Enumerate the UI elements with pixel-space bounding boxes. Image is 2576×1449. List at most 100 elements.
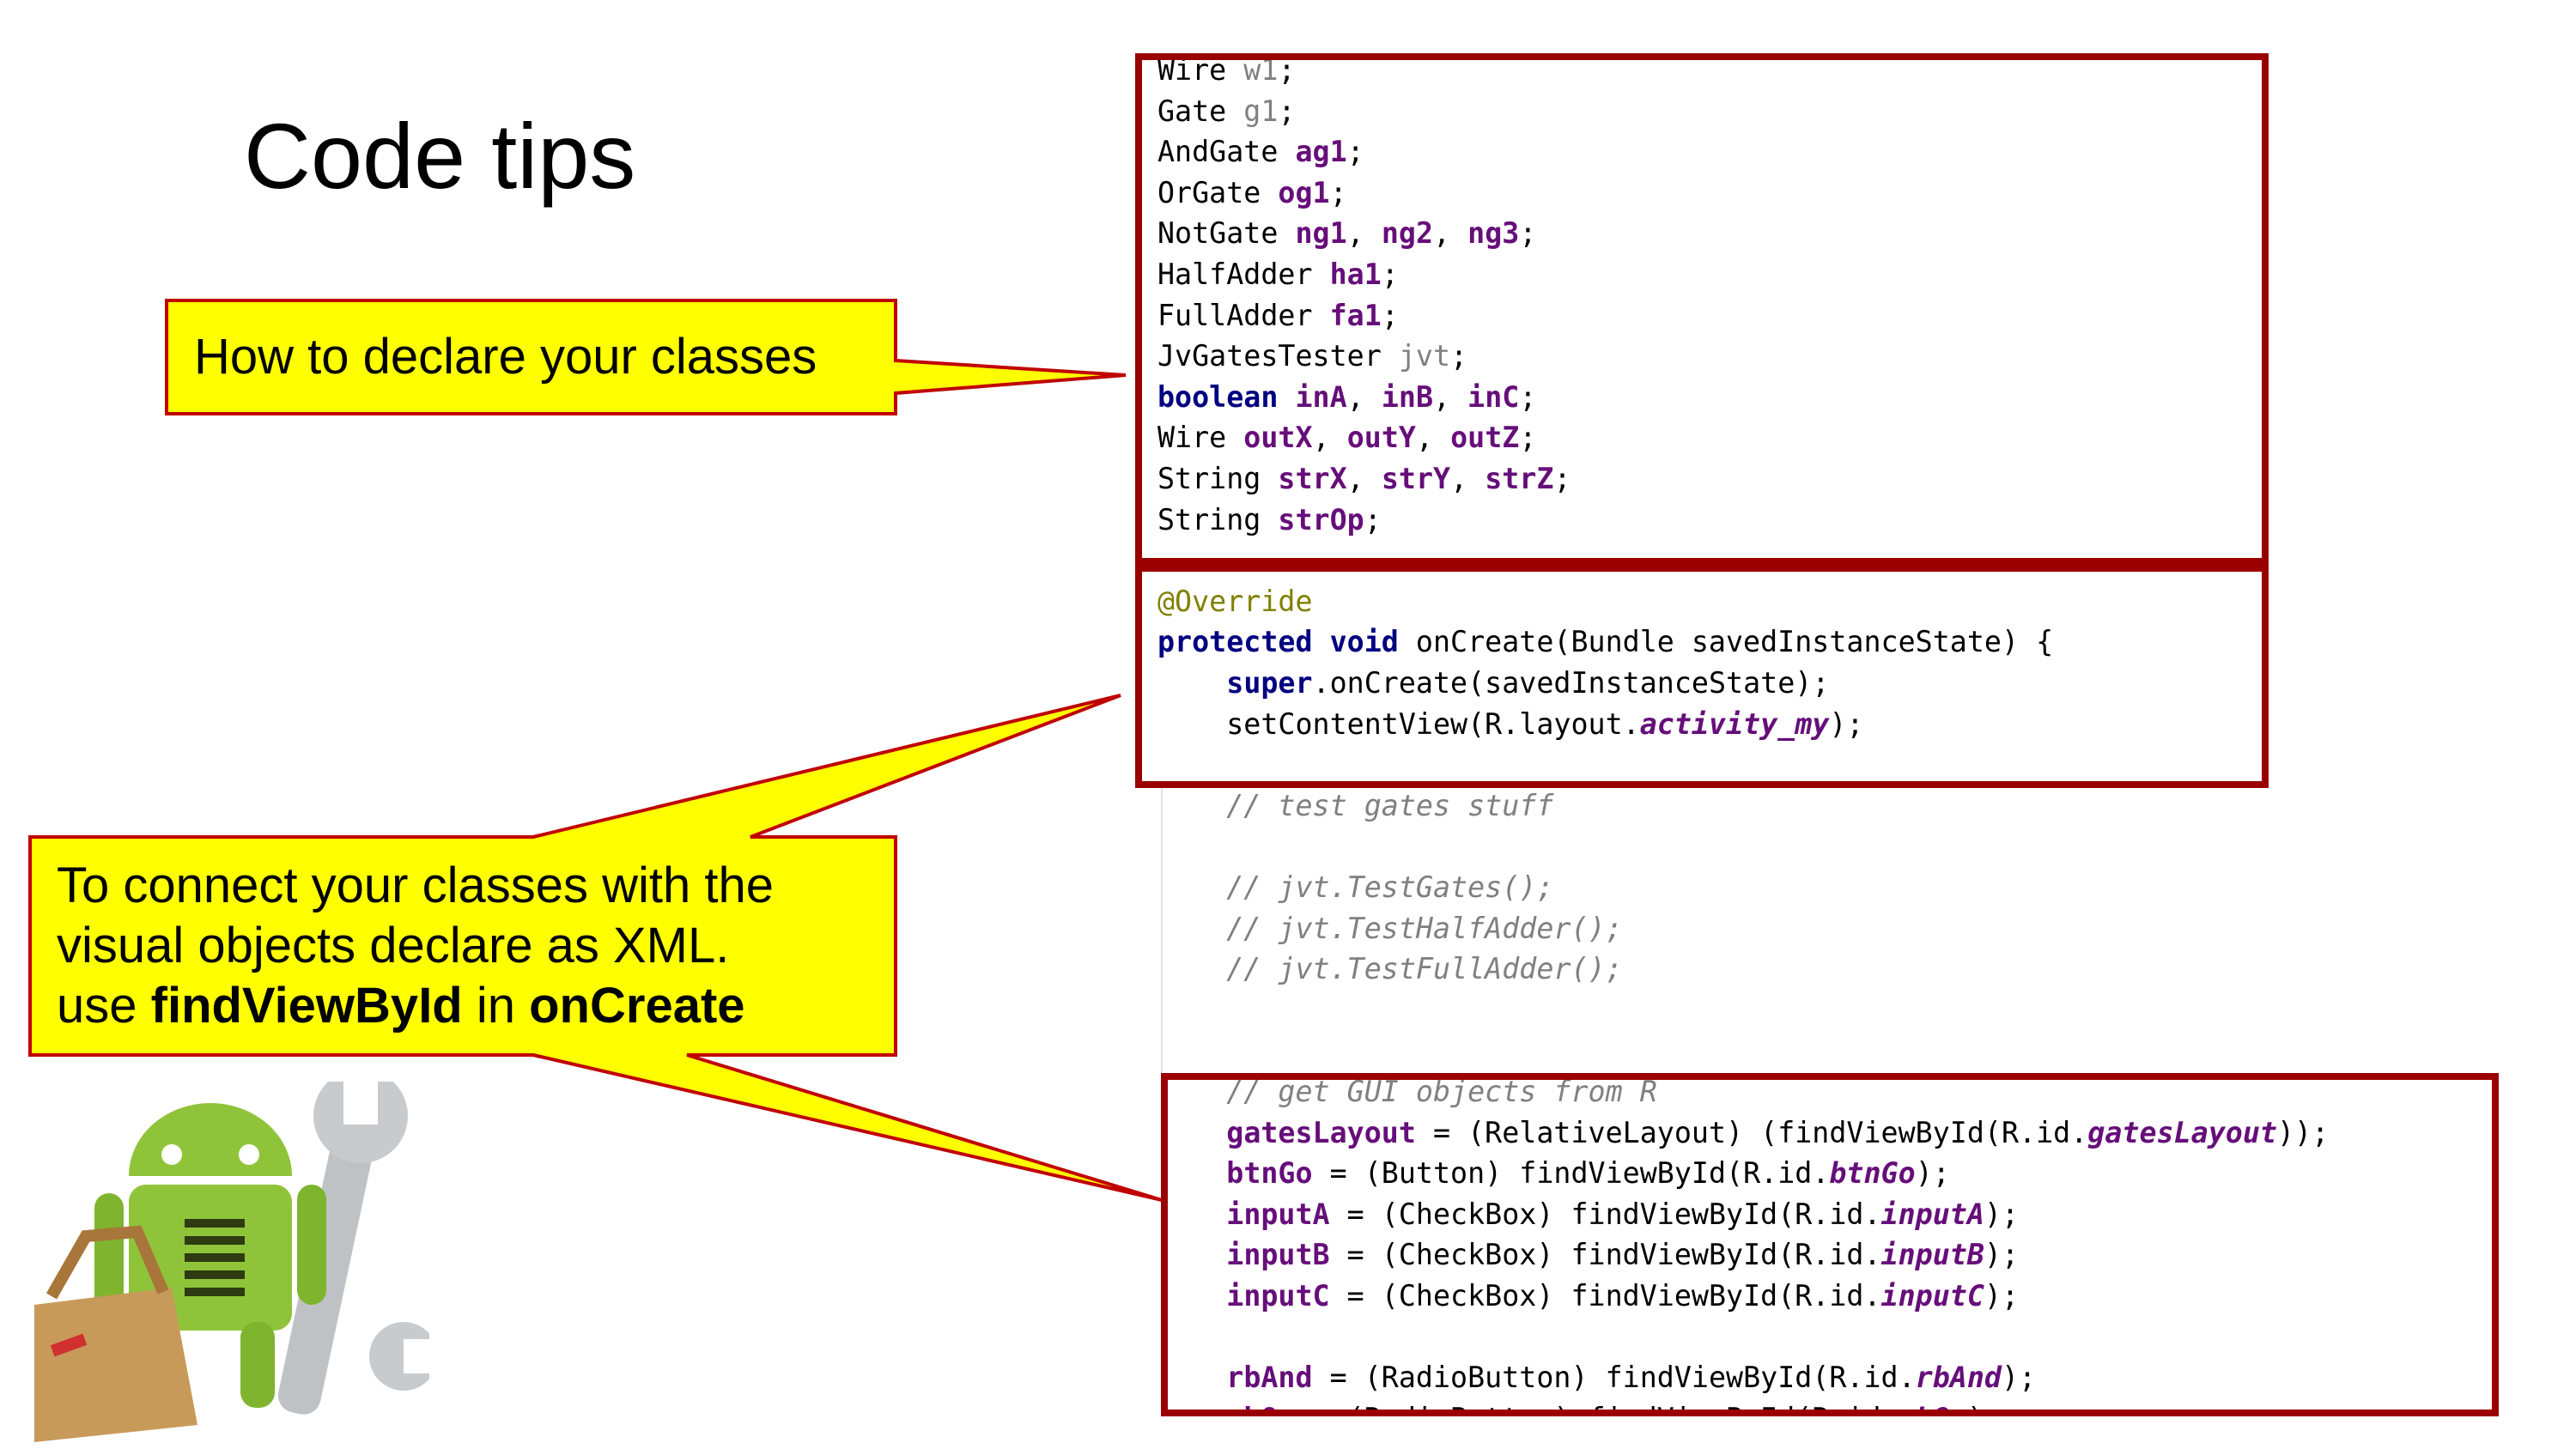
- code-snippet: Wire w1;Gate g1;AndGate ag1;OrGate og1;N…: [1142, 60, 2490, 1415]
- code-line: String strX, strY, strZ;: [1157, 458, 1571, 500]
- toolbox-icon: [34, 1225, 197, 1442]
- code-token-plain: ,: [1346, 462, 1382, 496]
- editor-gutter-line: [1161, 785, 1163, 1073]
- callout-line: To connect your classes with the: [57, 858, 774, 913]
- code-token-field: strOp: [1278, 502, 1364, 537]
- code-token-plain: NotGate: [1157, 216, 1296, 252]
- code-line: OrGate og1;: [1157, 173, 1347, 214]
- code-token-field: og1: [1278, 175, 1330, 210]
- code-line: // jvt.TestHalfAdder();: [1157, 908, 1623, 949]
- highlight-box-oncreate: [1135, 565, 2269, 788]
- code-line: btnGo = (Button) findViewById(R.id.btnGo…: [1157, 1153, 1950, 1194]
- code-token-field: btnGo: [1226, 1156, 1313, 1191]
- code-token-plain: JvGatesTester: [1157, 339, 1399, 374]
- code-token-static: inputC: [1880, 1279, 1984, 1313]
- code-token-plain: String: [1157, 462, 1279, 496]
- code-token-unused: jvt: [1398, 339, 1451, 374]
- code-token-plain: ;: [1519, 216, 1537, 252]
- code-token-plain: ;: [1278, 94, 1296, 129]
- code-token-plain: .onCreate(savedInstanceState);: [1312, 666, 1830, 700]
- code-token-keyword: boolean: [1157, 379, 1296, 415]
- highlight-box-declarations: [1135, 53, 2269, 565]
- code-token-plain: );: [1984, 1238, 2020, 1273]
- code-token-static: rbAnd: [1915, 1361, 2002, 1396]
- code-token-plain: OrGate: [1157, 175, 1279, 210]
- code-line: Gate g1;: [1157, 91, 1296, 132]
- code-token-plain: ;: [1329, 175, 1347, 210]
- code-token-plain: ;: [1519, 379, 1537, 415]
- code-line: Wire w1;: [1157, 60, 1296, 91]
- code-token-annotation: @Override: [1157, 584, 1313, 619]
- code-token-plain: FullAdder: [1157, 298, 1330, 333]
- code-token-plain: );: [1829, 706, 1864, 742]
- callout-text-part: use: [57, 978, 151, 1034]
- code-token-plain: ,: [1346, 216, 1382, 252]
- callout-declare-classes-shape: [165, 299, 1127, 415]
- code-line: // get GUI objects from R: [1157, 1071, 1657, 1113]
- code-token-field: inC: [1467, 379, 1520, 415]
- code-token-field: gatesLayout: [1226, 1115, 1416, 1150]
- code-token-field: strZ: [1485, 462, 1554, 496]
- callout-text-part: in: [462, 978, 530, 1034]
- code-line: boolean inA, inB, inC;: [1157, 377, 1536, 418]
- code-line: Wire outX, outY, outZ;: [1157, 417, 1536, 458]
- code-line: // jvt.TestGates();: [1157, 867, 1553, 908]
- code-token-field: outX: [1243, 421, 1313, 456]
- code-token-plain: );: [1984, 1197, 2020, 1232]
- code-token-field: inputA: [1226, 1197, 1330, 1232]
- android-robot-icon: [94, 1103, 326, 1408]
- code-token-field: inputB: [1226, 1238, 1330, 1273]
- code-line: String strOp;: [1157, 500, 1382, 541]
- code-token-field: strX: [1278, 462, 1347, 496]
- code-token-plain: ;: [1346, 135, 1364, 170]
- code-token-field: outY: [1346, 421, 1416, 456]
- callout-declare-classes: How to declare your classes: [194, 327, 817, 387]
- code-token-field: ng2: [1381, 216, 1434, 252]
- code-token-plain: ,: [1450, 462, 1485, 496]
- code-line: // test gates stuff: [1157, 785, 1553, 827]
- code-line: AndGate ag1;: [1157, 131, 1364, 173]
- code-token-plain: ;: [1364, 502, 1382, 537]
- code-token-plain: ;: [1450, 339, 1468, 374]
- code-line: HalfAdder ha1;: [1157, 254, 1399, 295]
- code-token-static: inputA: [1880, 1197, 1984, 1232]
- code-token-comment: // jvt.TestHalfAdder();: [1157, 911, 1623, 946]
- code-line: super.onCreate(savedInstanceState);: [1157, 663, 1829, 704]
- code-token-plain: setContentView(R.layout.: [1157, 706, 1640, 742]
- code-token-static: gatesLayout: [2087, 1115, 2277, 1150]
- code-token-comment: // jvt.TestFullAdder();: [1157, 952, 1623, 987]
- code-token-plain: ;: [1278, 60, 1296, 88]
- code-line: JvGatesTester jvt;: [1157, 336, 1467, 377]
- code-token-comment: // get GUI objects from R: [1157, 1075, 1657, 1109]
- code-token-field: inB: [1381, 379, 1434, 415]
- callout-method-name: onCreate: [529, 978, 745, 1034]
- code-token-field: inA: [1295, 379, 1347, 415]
- highlight-box-findviewbyid: [1161, 1073, 2499, 1416]
- callout-method-name: findViewById: [150, 978, 463, 1034]
- code-token-plain: onCreate(Bundle savedInstanceState) {: [1415, 625, 2054, 660]
- code-token-field: ng1: [1295, 216, 1347, 252]
- code-token-plain: HalfAdder: [1157, 258, 1330, 292]
- code-token-comment: // test gates stuff: [1157, 788, 1554, 823]
- code-token-plain: ,: [1415, 421, 1451, 456]
- code-line: inputC = (CheckBox) findViewById(R.id.in…: [1157, 1276, 2019, 1317]
- code-token-plain: String: [1157, 502, 1279, 537]
- code-token-unused: w1: [1243, 60, 1279, 88]
- code-line: protected void onCreate(Bundle savedInst…: [1157, 621, 2053, 663]
- callout-line: visual objects declare as XML.: [57, 918, 730, 973]
- code-token-static: inputB: [1880, 1238, 1984, 1273]
- code-token-plain: Gate: [1157, 94, 1244, 129]
- code-token-plain: = (Button) findViewById(R.id.: [1312, 1156, 1830, 1191]
- code-token-plain: = (RadioButton) findViewById(R.id.: [1312, 1361, 1916, 1396]
- code-token-field: rbAnd: [1226, 1361, 1313, 1396]
- code-line: // jvt.TestFullAdder();: [1157, 949, 1623, 990]
- callout-line: use findViewById in onCreate: [57, 976, 774, 1036]
- code-token-plain: AndGate: [1157, 135, 1296, 170]
- code-token-plain: ;: [1519, 421, 1537, 456]
- code-token-plain: ,: [1433, 379, 1468, 415]
- code-line: setContentView(R.layout.activity_my);: [1157, 704, 1863, 745]
- code-token-plain: );: [1915, 1156, 1950, 1191]
- slide-title: Code tips: [244, 104, 636, 208]
- code-token-field: inputC: [1226, 1279, 1330, 1313]
